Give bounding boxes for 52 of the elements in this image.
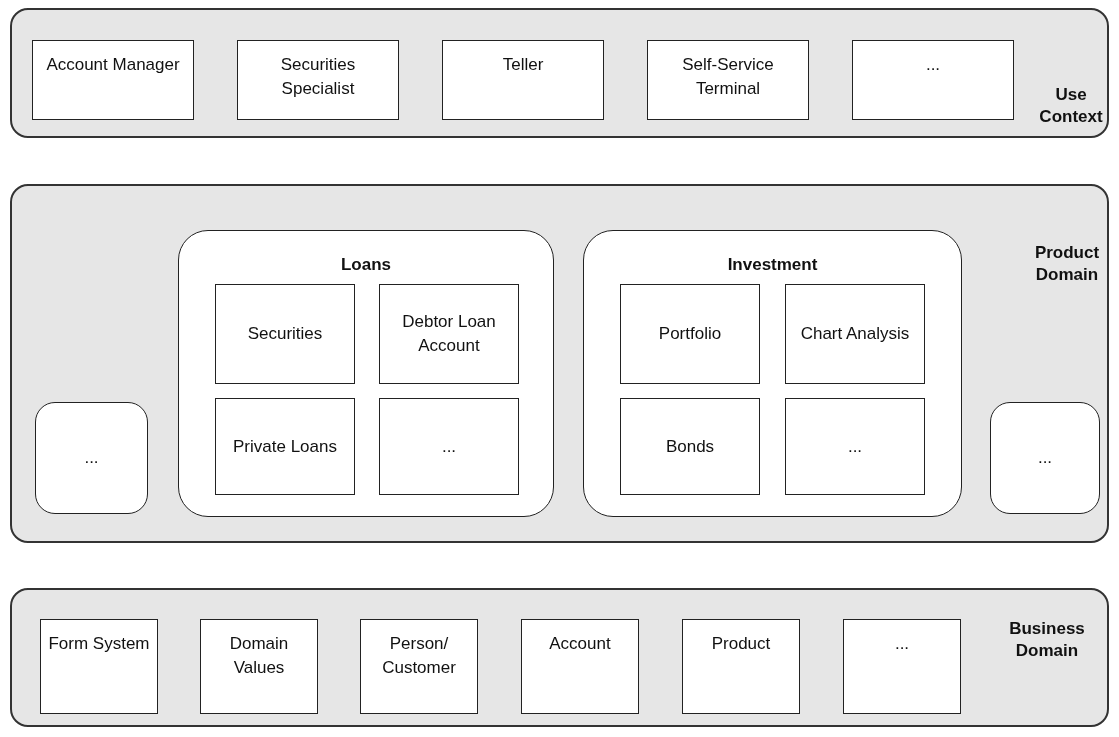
component-box <box>852 40 1014 120</box>
box-label: Securities Specialist <box>279 54 357 100</box>
group-panel <box>583 230 962 517</box>
component-box <box>521 619 639 714</box>
component-box <box>682 619 800 714</box>
layer-heading: Use Context <box>1038 84 1104 128</box>
rounded-box <box>35 402 148 514</box>
layer-heading: Business Domain <box>1008 618 1086 662</box>
box-label: Person/ Customer <box>381 633 457 679</box>
box-label: Debtor Loan Account <box>401 311 497 357</box>
component-box <box>32 40 194 120</box>
component-box <box>215 398 355 495</box>
box-label: Product <box>711 633 771 655</box>
component-box <box>442 40 604 120</box>
layer-heading: Product Domain <box>1033 242 1101 286</box>
box-label: Self-Service Terminal <box>681 54 775 100</box>
box-label: Portfolio <box>658 323 722 345</box>
rounded-box <box>990 402 1100 514</box>
component-box <box>200 619 318 714</box>
group-title: Investment <box>727 255 818 275</box>
component-box <box>237 40 399 120</box>
layer-band <box>10 184 1109 543</box>
box-label: ... <box>1037 447 1053 469</box>
group-panel <box>178 230 554 517</box>
box-label: ... <box>894 633 910 655</box>
component-box <box>785 284 925 384</box>
component-box <box>379 284 519 384</box>
group-title: Loans <box>340 255 392 275</box>
component-box <box>785 398 925 495</box>
box-label: Private Loans <box>233 435 337 458</box>
component-box <box>843 619 961 714</box>
box-label: Teller <box>502 54 544 76</box>
layer-band <box>10 8 1109 138</box>
component-box <box>215 284 355 384</box>
layer-band <box>10 588 1109 727</box>
box-label: ... <box>441 435 457 458</box>
box-label: Bonds <box>665 435 715 458</box>
box-label: Form System <box>48 633 150 655</box>
component-box <box>379 398 519 495</box>
box-label: ... <box>847 435 863 458</box>
box-label: Domain Values <box>228 633 290 679</box>
component-box <box>620 398 760 495</box>
box-label: ... <box>925 54 941 76</box>
component-box <box>360 619 478 714</box>
component-box <box>620 284 760 384</box>
component-box <box>647 40 809 120</box>
box-label: Account <box>549 633 611 655</box>
box-label: Chart Analysis <box>800 323 910 345</box>
box-label: Account Manager <box>46 54 180 76</box>
box-label: Securities <box>247 323 323 345</box>
box-label: ... <box>84 447 99 469</box>
component-box <box>40 619 158 714</box>
